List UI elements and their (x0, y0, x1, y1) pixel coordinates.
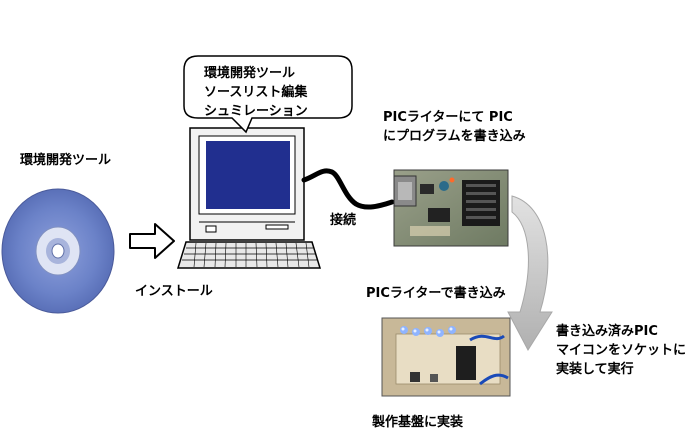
board-caption: 製作基盤に実装 (372, 415, 464, 430)
bubble-line-3: シュミレーション (204, 104, 308, 119)
cd-disc-icon (1, 188, 115, 314)
execute-line-1: 書き込み済みPIC (556, 324, 658, 339)
bubble-line-1: 環境開発ツール (204, 66, 296, 81)
install-label: インストール (135, 284, 213, 299)
breadboard-photo (381, 317, 511, 397)
execute-line-2: マイコンをソケットに (556, 343, 687, 358)
computer-icon (176, 127, 322, 269)
writer-caption-line-2: にプログラムを書き込み (383, 129, 526, 144)
bubble-line-2: ソースリスト編集 (204, 85, 308, 100)
execute-line-3: 実装して実行 (556, 362, 634, 377)
connect-label: 接続 (330, 213, 357, 228)
bubble-text: 環境開発ツール ソースリスト編集 シュミレーション (204, 64, 308, 121)
connection-cable (301, 168, 395, 210)
writer-caption-line-1: PICライターにて PIC (383, 110, 513, 125)
arrow-right-icon (129, 223, 175, 259)
tool-caption: 環境開発ツール (20, 153, 112, 168)
speech-bubble (183, 55, 353, 134)
pic-writer-photo (393, 169, 509, 247)
curved-arrow-down-icon (507, 195, 553, 351)
writer-write-label: PICライターで書き込み (366, 286, 506, 301)
